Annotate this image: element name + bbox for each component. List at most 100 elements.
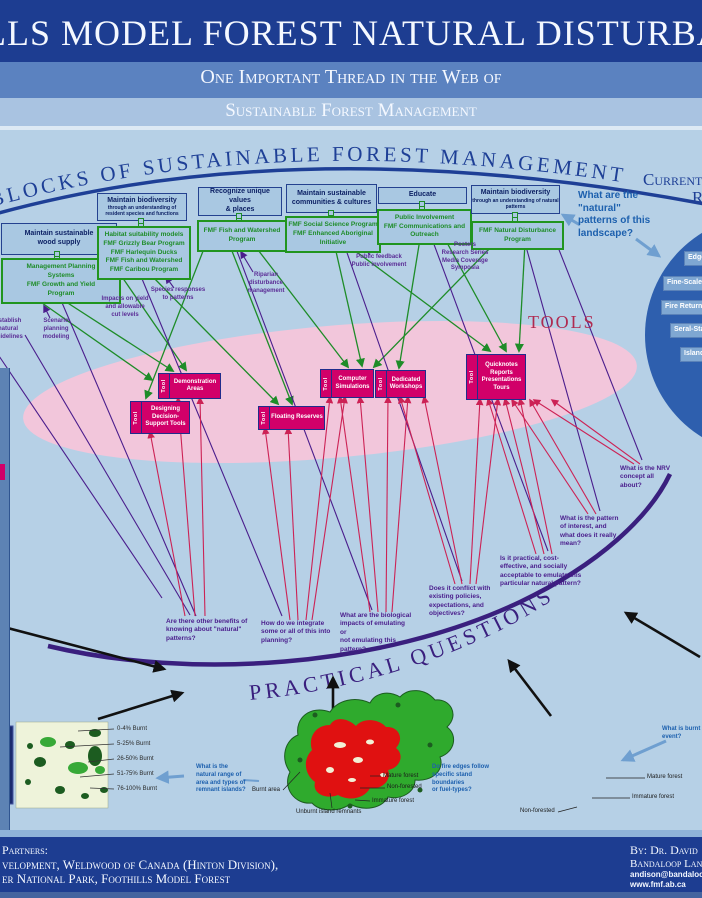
- block-note: through an understanding of natural patt…: [472, 197, 559, 210]
- tool-box-quicknotes: Tool Quicknotes Reports Presentations To…: [466, 354, 526, 400]
- block-title: Educate: [408, 191, 437, 199]
- header-divider: [0, 126, 702, 130]
- footer-email: andison@bandaloo: [630, 870, 702, 879]
- label-mature-forest: Mature forest: [383, 773, 419, 779]
- label-burnt-area: Burnt area: [252, 787, 281, 793]
- right-map-leaders: [557, 777, 645, 813]
- research-topic-pill: Seral-Stage: [670, 323, 702, 338]
- question-what-is-burnt: What is burnt w event?: [662, 726, 702, 740]
- question-natural-patterns: What are the "natural" patterns of this …: [578, 190, 651, 239]
- footer-company: Bandaloop Lan: [630, 858, 702, 870]
- block-programs-educate: Public Involvement FMF Communications an…: [377, 209, 472, 245]
- tool-tag: Tool: [159, 374, 170, 398]
- block-title: Maintain sustainable wood supply: [24, 230, 94, 246]
- footer-partners-line-1: velopment, Weldwood of Canada (Hinton Di…: [2, 857, 279, 872]
- tool-box-dedicated-workshops: Tool Dedicated Workshops: [375, 370, 426, 398]
- question-other-benefits: Are there other benefits of knowing abou…: [166, 618, 248, 642]
- block-header-communities: Maintain sustainable communities & cultu…: [286, 184, 377, 213]
- center-fire-map: [282, 690, 455, 811]
- block-header-biodiversity-species: Maintain biodiversity through an underst…: [97, 193, 187, 221]
- block-note: through an understanding of resident spe…: [105, 205, 179, 218]
- legend-0-4-burnt: 0-4% Burnt: [117, 726, 148, 732]
- block-title: Maintain biodiversity: [480, 189, 551, 197]
- block-header-unique-values: Recognize unique values & places: [198, 187, 282, 216]
- connector-lines-green: [34, 238, 526, 406]
- block-title: Recognize unique values & places: [210, 188, 270, 213]
- legend-26-50-burnt: 26-50% Burnt: [117, 756, 154, 762]
- tools-heading: TOOLS: [528, 312, 596, 332]
- tool-label: Demonstration Areas: [173, 378, 217, 393]
- poster-subtitle-1: One Important Thread in the Web of: [200, 66, 502, 88]
- question-fire-edges: Do fire edges follow specific stand boun…: [432, 764, 490, 794]
- annotation-scenario-planning: Scenario planning modeling: [42, 318, 70, 340]
- left-burn-map: [0, 721, 115, 809]
- connector-lines-crimson: [147, 395, 641, 621]
- label-non-forested: Non-forested: [387, 784, 422, 790]
- label-right-immature-forest: Immature forest: [632, 794, 675, 800]
- question-nrv-concept: What is the NRV concept all about?: [620, 465, 671, 489]
- footer-author: By: Dr. David: [630, 843, 698, 857]
- poster-subtitle-2: Sustainable Forest Management: [225, 100, 477, 121]
- block-programs-unique-values: FMF Fish and Watershed Program: [197, 220, 287, 252]
- question-practical-cost: Is it practical, cost- effective, and so…: [500, 555, 582, 588]
- annotation-posters-research: Posters Research Series Media Coverage S…: [441, 242, 489, 272]
- question-integrate-planning: How do we integrate some or all of this …: [261, 620, 331, 644]
- cutoff-tool-fragment: [0, 464, 5, 480]
- poster-title: LLS MODEL FOREST NATURAL DISTURBANCE PRO: [0, 13, 702, 53]
- block-header-biodiversity-patterns: Maintain biodiversity through an underst…: [471, 185, 560, 214]
- tool-label: Dedicated Workshops: [389, 376, 423, 391]
- blue-arrows: [155, 213, 667, 784]
- tool-tag: Tool: [259, 407, 270, 429]
- tool-tag: Tool: [321, 370, 332, 397]
- footer-strip-bottom: [0, 892, 702, 898]
- tool-box-designing-decision-support: Tool Designing Decision- Support Tools: [130, 401, 190, 434]
- research-topic-pill: Islands: [680, 347, 702, 362]
- current-results-heading-1: Current: [643, 170, 702, 189]
- label-right-non-forested: Non-forested: [520, 808, 555, 814]
- annotation-species-responses: Species responses to patterns: [150, 287, 206, 301]
- annotation-impacts-yield: Impacts on yield and allowable cut level…: [101, 296, 149, 318]
- connector-lines-purple: [0, 228, 643, 617]
- question-remnant-islands: What is the natural range of area and ty…: [196, 764, 246, 794]
- bottom-arc: PRACTICAL QUESTIONS: [47, 473, 673, 705]
- tool-label: Floating Reserves: [271, 414, 323, 421]
- question-pattern-of-interest: What is the pattern of interest, and wha…: [560, 515, 619, 548]
- tool-label: Quicknotes Reports Presentations Tours: [481, 362, 522, 391]
- subtitle-band-1: [0, 62, 702, 98]
- left-edge-strip: [0, 368, 10, 830]
- question-biological-impacts: What are the biological impacts of emula…: [340, 612, 412, 653]
- annotation-riparian: Riparian disturbance management: [247, 272, 285, 294]
- annotation-public-feedback: Public feedback Public involvement: [351, 254, 407, 268]
- question-conflict-policies: Does it conflict with existing policies,…: [429, 585, 491, 618]
- tool-box-floating-reserves: Tool Floating Reserves: [258, 406, 325, 430]
- block-programs-communities: FMF Social Science Program FMF Enhanced …: [285, 216, 381, 253]
- footer-partners-heading: Partners:: [2, 843, 48, 857]
- footer-band: [0, 837, 702, 892]
- tool-box-demonstration-areas: Tool Demonstration Areas: [158, 373, 221, 399]
- tool-label: Designing Decision- Support Tools: [145, 406, 186, 428]
- footer-partners-line-2: er National Park, Foothills Model Forest: [2, 871, 231, 886]
- research-topic-pill: Fire Return: [661, 300, 702, 315]
- legend-76-100-burnt: 76-100% Burnt: [117, 786, 158, 792]
- tool-tag: Tool: [131, 402, 142, 433]
- block-programs-natural-disturbance: FMF Natural Disturbance Program: [471, 221, 564, 250]
- legend-51-75-burnt: 51-75% Burnt: [117, 771, 154, 777]
- footer-strip-top: [0, 830, 702, 837]
- legend-5-25-burnt: 5-25% Burnt: [117, 741, 151, 747]
- current-results-heading-2: Re: [692, 188, 702, 208]
- tool-tag: Tool: [376, 371, 387, 397]
- tool-tag: Tool: [467, 355, 478, 399]
- research-topic-pill: Edge: [684, 251, 702, 266]
- chain-link-icon: [511, 212, 519, 223]
- block-title: Maintain biodiversity: [107, 196, 177, 204]
- research-topic-pill: Fine-Scale: [663, 276, 702, 291]
- block-title: Maintain sustainable communities & cultu…: [291, 189, 372, 206]
- block-programs-biodiversity-species: Habitat suitability models FMF Grizzly B…: [97, 226, 191, 280]
- annotation-establish-guidelines: Establish natural guidelines: [0, 318, 23, 340]
- label-unburnt-remnants: Unburnt island remnants: [296, 809, 362, 815]
- label-right-mature-forest: Mature forest: [647, 774, 683, 780]
- footer-website: www.fmf.ab.ca: [630, 880, 686, 889]
- label-immature-forest: Immature forest: [372, 798, 415, 804]
